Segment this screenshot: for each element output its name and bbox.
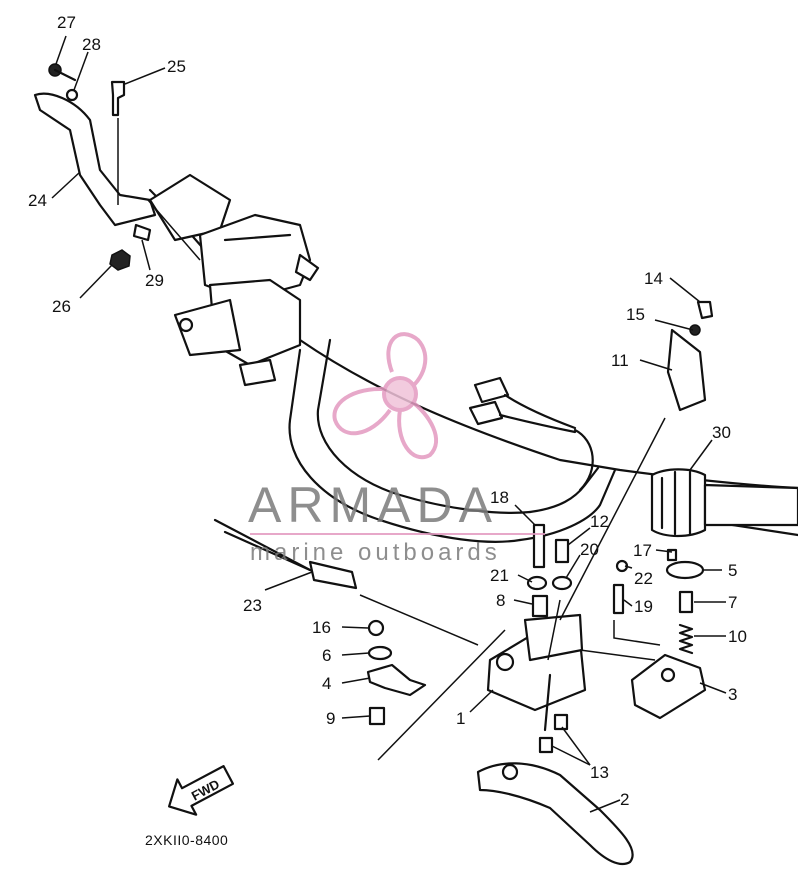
- assembly-lines: [117, 118, 666, 761]
- callout-27: 27: [57, 13, 76, 32]
- callout-5: 5: [728, 561, 737, 580]
- propeller-logo-icon: [332, 332, 438, 460]
- master-cylinder: [148, 173, 320, 387]
- callout-19: 19: [634, 597, 653, 616]
- wire-harness: [213, 518, 358, 590]
- drawing-code: 2XKII0-8400: [145, 832, 228, 848]
- callout-7: 7: [728, 593, 737, 612]
- left-lever-assembly: [33, 63, 157, 271]
- callout-23: 23: [243, 596, 262, 615]
- callout-labels: 27 28 25 24 26 29 14 15 11 30 18 12 20 1…: [28, 13, 747, 809]
- callout-29: 29: [145, 271, 164, 290]
- wire-connectors: [468, 376, 594, 492]
- callout-18: 18: [490, 488, 509, 507]
- watermark-brand: ARMADA: [248, 477, 498, 533]
- callout-12: 12: [590, 512, 609, 531]
- callout-10: 10: [728, 627, 747, 646]
- callout-16: 16: [312, 618, 331, 637]
- callout-15: 15: [626, 305, 645, 324]
- switch-housing: [650, 468, 798, 538]
- callout-6: 6: [322, 646, 331, 665]
- callout-17: 17: [633, 541, 652, 560]
- callout-24: 24: [28, 191, 47, 210]
- callout-2: 2: [620, 790, 629, 809]
- callout-20: 20: [580, 540, 599, 559]
- watermark-tagline: marine outboards: [250, 539, 501, 566]
- callout-21: 21: [490, 566, 509, 585]
- callout-1: 1: [456, 709, 465, 728]
- small-parts: [366, 300, 714, 754]
- callout-14: 14: [644, 269, 663, 288]
- watermark: ARMADA marine outboards: [248, 332, 545, 566]
- callout-13: 13: [590, 763, 609, 782]
- fwd-arrow-icon: FWD: [167, 765, 235, 816]
- callout-26: 26: [52, 297, 71, 316]
- lever-holder: [486, 613, 587, 732]
- callout-30: 30: [712, 423, 731, 442]
- callout-8: 8: [496, 591, 505, 610]
- callout-leaders: [51, 35, 727, 813]
- callout-11: 11: [611, 351, 629, 370]
- callout-22: 22: [634, 569, 653, 588]
- callout-25: 25: [167, 57, 186, 76]
- callout-4: 4: [322, 674, 331, 693]
- callout-28: 28: [82, 35, 101, 54]
- front-lever: [476, 762, 634, 866]
- callout-9: 9: [326, 709, 335, 728]
- callout-3: 3: [728, 685, 737, 704]
